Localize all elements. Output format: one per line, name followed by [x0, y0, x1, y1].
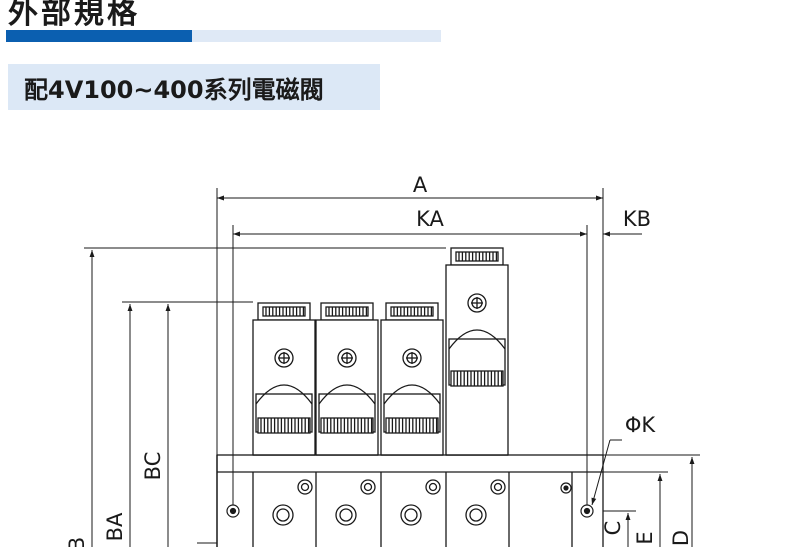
dim-label-ba: BA [103, 512, 127, 541]
dim-label-c: C [601, 521, 625, 536]
dimension-lines [84, 188, 700, 547]
dim-label-b: B [65, 537, 89, 547]
valve-3 [380, 302, 444, 526]
manifold-ports [226, 482, 594, 518]
valve-1 [252, 302, 316, 526]
subtitle-banner: 配4V100~400系列電磁閥 [8, 64, 380, 110]
dim-label-a: A [413, 173, 428, 197]
section-title: 外部規格 [8, 0, 140, 31]
dim-label-bc: BC [141, 452, 165, 481]
title-accent-bar [6, 30, 192, 42]
title-underline-bar [192, 30, 441, 42]
dim-label-e: E [633, 531, 657, 544]
dim-label-phi-k: ΦK [625, 413, 657, 437]
dim-label-ka: KA [416, 207, 444, 231]
manifold-body [216, 454, 604, 547]
valve-2 [315, 302, 379, 526]
valve-4 [445, 247, 509, 526]
dim-label-kb: KB [623, 207, 651, 231]
dim-label-d: D [669, 530, 693, 546]
subtitle-text: 配4V100~400系列電磁閥 [24, 75, 324, 104]
